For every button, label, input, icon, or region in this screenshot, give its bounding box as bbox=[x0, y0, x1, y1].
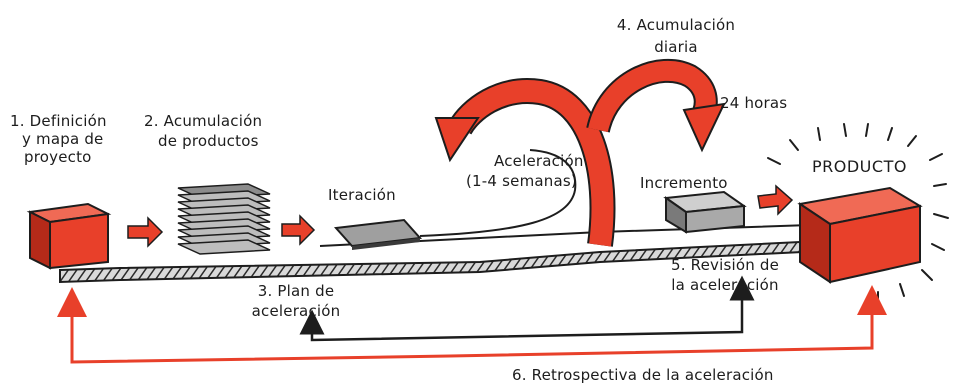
hours-label: 24 horas bbox=[720, 94, 787, 112]
flow-arrow-3 bbox=[758, 186, 792, 214]
flow-arrow-1 bbox=[128, 218, 162, 246]
sprint-label-line2: (1-4 semanas) bbox=[466, 172, 577, 190]
iteration-label: Iteración bbox=[328, 186, 396, 204]
step4-label-line2: diaria bbox=[606, 38, 746, 56]
step1-label-line1: 1. Definición bbox=[10, 112, 107, 130]
step5-label-line2: la aceleración bbox=[650, 276, 800, 294]
increment-label: Incremento bbox=[640, 174, 728, 192]
step3-label-line1: 3. Plan de bbox=[226, 282, 366, 300]
step4-label-line1: 4. Acumulación bbox=[606, 16, 746, 34]
sprint-label-line1: Aceleración bbox=[494, 152, 584, 170]
step5-label-line1: 5. Revisión de bbox=[650, 256, 800, 274]
product-backlog-stack bbox=[178, 184, 270, 254]
step6-label: 6. Retrospectiva de la aceleración bbox=[512, 366, 774, 384]
flow-arrow-2 bbox=[282, 216, 314, 244]
project-definition-box bbox=[30, 204, 108, 268]
increment-box bbox=[666, 192, 744, 232]
product-label: PRODUCTO bbox=[812, 158, 907, 176]
step1-label-line2: y mapa de bbox=[22, 130, 103, 148]
review-to-planning-arrow bbox=[312, 296, 742, 340]
step1-label-line3: proyecto bbox=[24, 148, 92, 166]
step2-label-line2: de productos bbox=[158, 132, 259, 150]
step3-label-line2: aceleración bbox=[226, 302, 366, 320]
product-box bbox=[800, 188, 920, 282]
daily-cycle-arrow bbox=[598, 71, 724, 150]
step2-label-line1: 2. Acumulación bbox=[144, 112, 262, 130]
retrospective-arrow bbox=[72, 298, 872, 362]
